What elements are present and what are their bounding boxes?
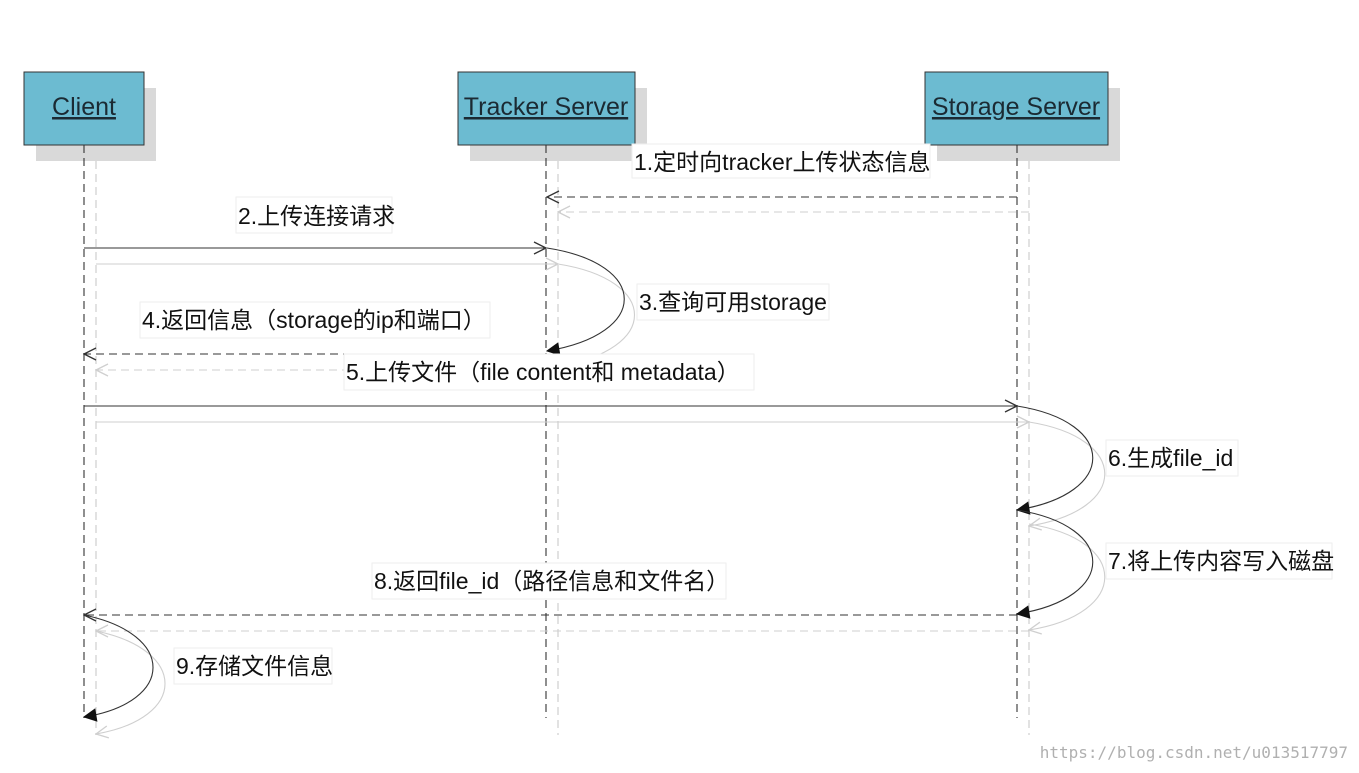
message-3-label: 3.查询可用storage: [639, 289, 827, 315]
watermark: https://blog.csdn.net/u013517797: [1040, 743, 1348, 762]
lifeline-client: Client: [23, 71, 145, 718]
message-5: 5.上传文件（file content和 metadata）: [84, 353, 1029, 422]
message-2: 2.上传连接请求: [84, 196, 558, 264]
message-7: 7.将上传内容写入磁盘: [1017, 509, 1334, 630]
lifeline-shadows: [36, 88, 1120, 735]
message-1-label: 1.定时向tracker上传状态信息: [634, 149, 930, 175]
message-3: 3.查询可用storage: [547, 247, 830, 366]
message-6-arrow[interactable]: [1017, 405, 1094, 510]
message-9-label: 9.存储文件信息: [176, 653, 333, 679]
message-9: 9.存储文件信息: [84, 614, 333, 734]
message-8: 8.返回file_id（路径信息和文件名）: [84, 562, 1029, 631]
message-3-arrow[interactable]: [547, 247, 625, 351]
lifeline-storage: Storage Server: [924, 71, 1109, 718]
storage-label: Storage Server: [932, 93, 1100, 121]
lifeline-tracker: Tracker Server: [457, 71, 636, 718]
message-2-label: 2.上传连接请求: [238, 203, 395, 229]
tracker-label: Tracker Server: [464, 93, 628, 121]
storage-box[interactable]: [924, 71, 1109, 146]
client-label: Client: [52, 93, 116, 121]
message-6: 6.生成file_id: [1017, 405, 1239, 526]
client-box[interactable]: [23, 71, 145, 146]
message-6-label: 6.生成file_id: [1108, 445, 1233, 471]
message-4: 4.返回信息（storage的ip和端口）: [84, 301, 558, 370]
message-8-label: 8.返回file_id（路径信息和文件名）: [374, 568, 729, 594]
tracker-box[interactable]: [457, 71, 636, 146]
message-7-label: 7.将上传内容写入磁盘: [1108, 548, 1334, 574]
message-5-label: 5.上传文件（file content和 metadata）: [346, 359, 740, 385]
message-7-arrow[interactable]: [1017, 509, 1094, 614]
message-9-arrow[interactable]: [84, 614, 154, 717]
message-4-label: 4.返回信息（storage的ip和端口）: [142, 307, 486, 333]
message-1: 1.定时向tracker上传状态信息: [547, 143, 1029, 212]
